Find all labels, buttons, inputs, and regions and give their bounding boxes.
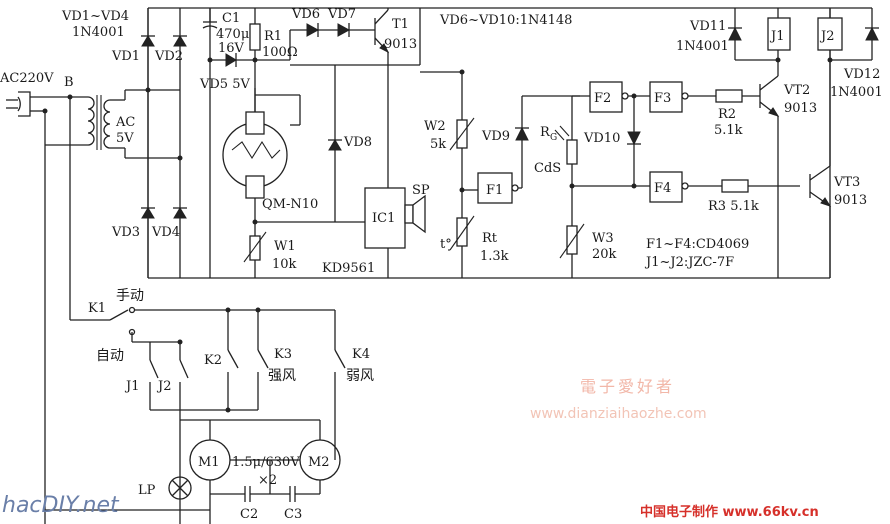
watermark-cn-site: 電子愛好者 (580, 377, 675, 396)
label-lp: LP (138, 483, 156, 498)
label-relay-j2: J2 (819, 29, 834, 44)
component-labels: VD1~VD4 1N4001 VD1 VD2 VD3 VD4 VD5 5V C1… (0, 7, 883, 522)
label-vd12: VD12 (843, 67, 880, 82)
label-1n4001-vd11: 1N4001 (676, 39, 729, 54)
label-w2: W2 (424, 119, 446, 134)
label-vd6-vd10-note: VD6~VD10:1N4148 (439, 13, 572, 28)
label-vd7: VD7 (327, 7, 356, 22)
label-c3: C3 (284, 507, 302, 522)
label-rg: R (540, 125, 551, 140)
label-t-degree: t° (440, 237, 452, 252)
label-t1-value: 9013 (384, 37, 417, 52)
label-vd11: VD11 (689, 19, 726, 34)
label-relay-j1: J1 (769, 29, 784, 44)
label-r3: R3 5.1k (708, 199, 759, 214)
label-ic1: IC1 (372, 211, 395, 226)
label-strong-wind: 强风 (268, 368, 296, 384)
watermark-url: www.dianziaihaozhe.com (530, 406, 707, 422)
label-k2: K2 (204, 353, 222, 368)
bridge-rectifier (141, 8, 187, 278)
label-vd2: VD2 (154, 49, 183, 64)
label-rg-sub: G (550, 133, 557, 143)
driver-relays (728, 7, 879, 278)
label-r1-value: 100Ω (262, 45, 298, 60)
c1-vd5 (202, 8, 255, 278)
label-w3-value: 20k (592, 247, 617, 262)
vd6-vd7-t1 (289, 8, 421, 188)
label-vd5: VD5 5V (199, 77, 250, 92)
label-k4: K4 (352, 347, 370, 362)
label-w1: W1 (274, 239, 296, 254)
label-f2: F2 (594, 91, 611, 106)
label-m2: M2 (308, 455, 330, 470)
label-t1: T1 (392, 17, 409, 32)
label-auto: 自动 (96, 348, 124, 364)
label-f1: F1 (486, 183, 503, 198)
label-r2-value: 5.1k (714, 123, 743, 138)
vd8-ic1 (328, 65, 426, 278)
label-ac-5v: 5V (116, 131, 134, 146)
label-w1-value: 10k (272, 257, 297, 272)
label-w3: W3 (592, 231, 614, 246)
label-j1-contact: J1 (124, 379, 139, 394)
label-f3: F3 (654, 91, 671, 106)
label-x2: ×2 (258, 473, 277, 488)
label-cds: CdS (534, 161, 561, 176)
label-k3: K3 (274, 347, 292, 362)
label-vd6: VD6 (291, 7, 320, 22)
label-c2: C2 (240, 507, 258, 522)
label-rt: Rt (482, 231, 498, 246)
watermarks: 電子愛好者 www.dianziaihaozhe.com 中国电子制作 www.… (2, 377, 819, 520)
label-vd10: VD10 (583, 131, 620, 146)
watermark-bottom: 中国电子制作 www.66kv.cn (640, 504, 819, 520)
label-r1: R1 (264, 29, 282, 44)
label-sp: SP (412, 183, 430, 198)
label-j2-contact: J2 (156, 379, 171, 394)
label-manual: 手动 (116, 288, 144, 304)
label-kd9561: KD9561 (322, 261, 375, 276)
label-vt3-value: 9013 (834, 193, 867, 208)
label-c1-value: 470μ (216, 27, 249, 42)
watermark-logo: hacDIY.net (2, 493, 120, 518)
label-1n4001-bridge: 1N4001 (72, 25, 125, 40)
label-vd1: VD1 (111, 49, 140, 64)
label-f4: F4 (654, 181, 671, 196)
label-vt2-value: 9013 (784, 101, 817, 116)
label-ac: AC (115, 115, 135, 130)
label-weak-wind: 弱风 (346, 368, 374, 384)
label-m1: M1 (198, 455, 220, 470)
label-vd1-vd4: VD1~VD4 (61, 9, 129, 24)
label-1n4001-vd12: 1N4001 (830, 85, 883, 100)
sensing-network (420, 69, 585, 278)
label-qm-n10: QM-N10 (262, 197, 318, 212)
label-transformer-b: B (64, 75, 74, 90)
label-j1-j2-note: J1~J2:JZC-7F (644, 255, 734, 270)
label-c1: C1 (222, 11, 240, 26)
label-vd3: VD3 (111, 225, 140, 240)
label-vd4: VD4 (151, 225, 180, 240)
label-capacitor-value: 1.5μ/630V (232, 455, 300, 470)
label-c1-voltage: 16V (218, 41, 245, 56)
label-vd9: VD9 (481, 129, 510, 144)
ac-input (6, 89, 180, 524)
label-k1: K1 (88, 301, 106, 316)
label-w2-value: 5k (430, 137, 446, 152)
label-vd8: VD8 (343, 135, 372, 150)
label-vt2: VT2 (783, 83, 810, 98)
label-f1-f4-note: F1~F4:CD4069 (646, 237, 749, 252)
gate-network (572, 81, 800, 203)
label-r2: R2 (718, 107, 736, 122)
r1-sensor (222, 8, 335, 278)
label-vt3: VT3 (833, 175, 860, 190)
label-rt-value: 1.3k (480, 249, 509, 264)
label-ac220v: AC220V (0, 71, 54, 86)
switch-network (45, 306, 346, 524)
